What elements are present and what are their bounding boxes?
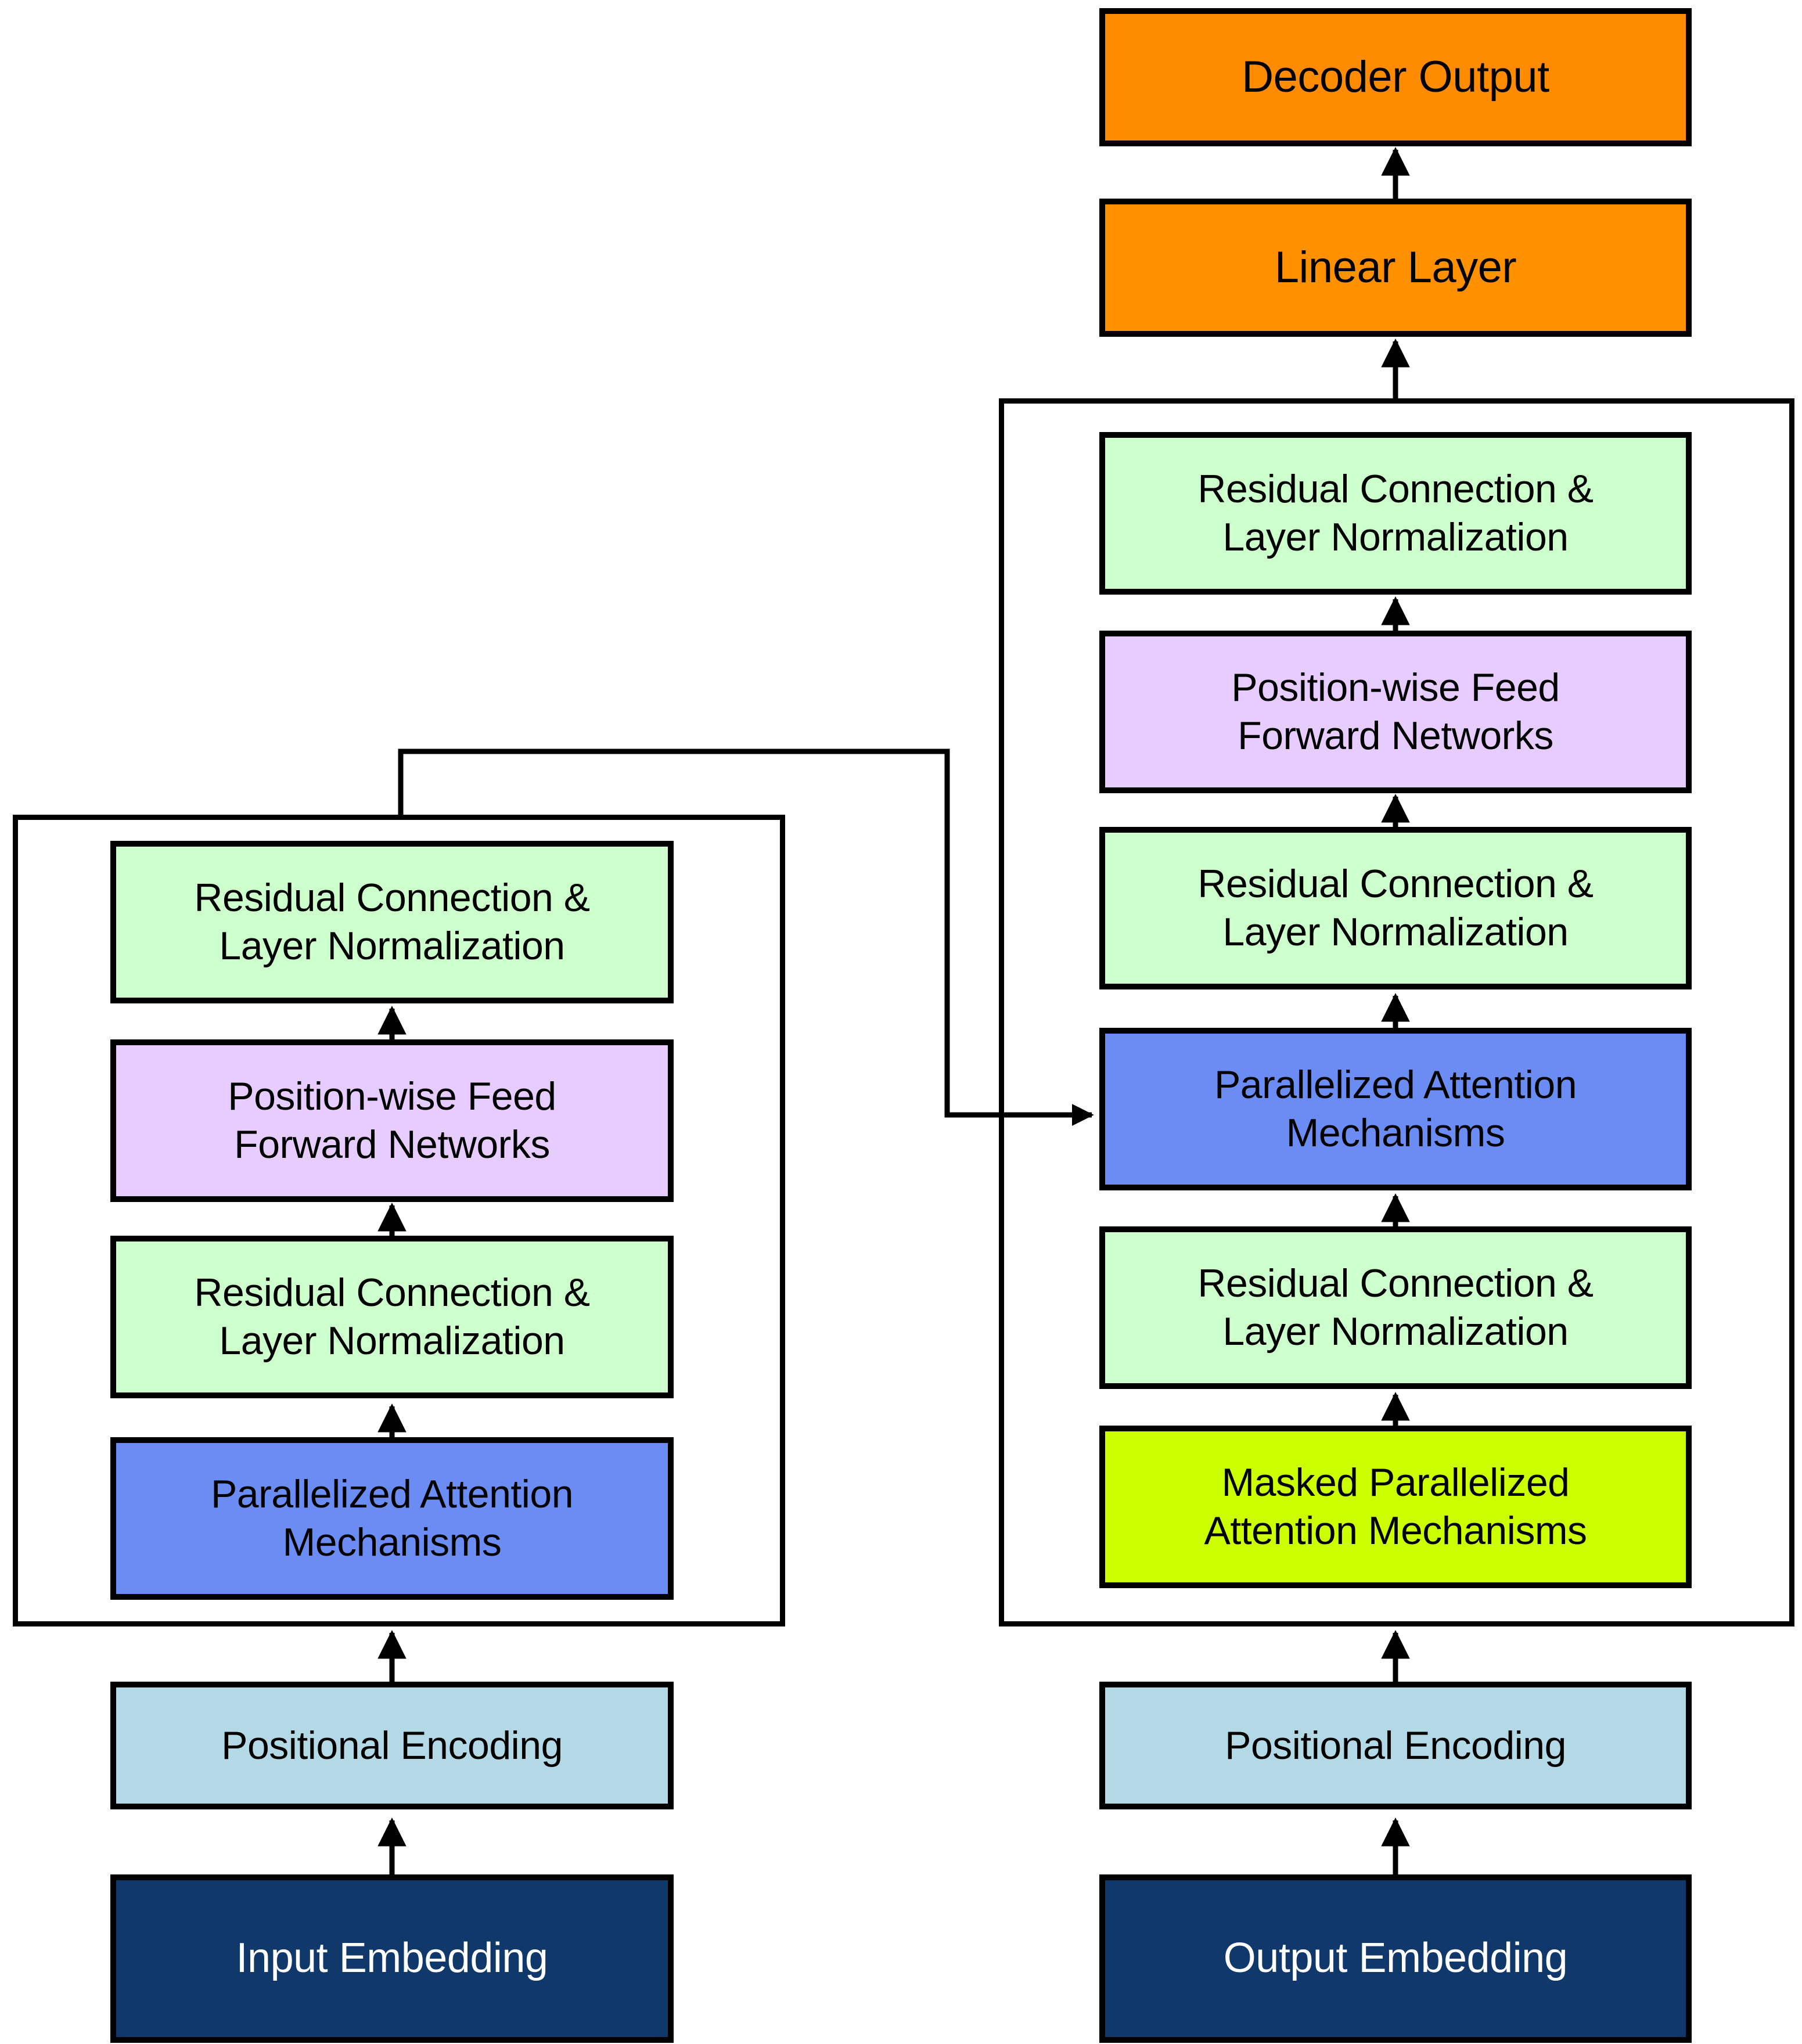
linear-layer-label: Linear Layer (1274, 242, 1517, 292)
encoder-residual-top-block[interactable]: Residual Connection & Layer Normalizatio… (110, 841, 674, 1003)
decoder-residual-bottom-block[interactable]: Residual Connection & Layer Normalizatio… (1099, 1226, 1692, 1389)
encoder-positional-encoding-block[interactable]: Positional Encoding (110, 1682, 674, 1809)
decoder-feed-forward-block[interactable]: Position-wise Feed Forward Networks (1099, 631, 1692, 793)
input-embedding-block[interactable]: Input Embedding (110, 1874, 674, 2043)
decoder-cross-attention-label: Parallelized Attention Mechanisms (1214, 1063, 1577, 1155)
encoder-attention-label: Parallelized Attention Mechanisms (210, 1472, 574, 1564)
decoder-group-box (999, 398, 1794, 1626)
encoder-feed-forward-label: Position-wise Feed Forward Networks (228, 1074, 556, 1167)
encoder-residual-top-label: Residual Connection & Layer Normalizatio… (194, 876, 590, 968)
decoder-positional-encoding-block[interactable]: Positional Encoding (1099, 1682, 1692, 1809)
decoder-residual-mid-block[interactable]: Residual Connection & Layer Normalizatio… (1099, 827, 1692, 989)
decoder-output-label: Decoder Output (1242, 52, 1549, 102)
decoder-residual-top-label: Residual Connection & Layer Normalizatio… (1197, 467, 1594, 559)
output-embedding-block[interactable]: Output Embedding (1099, 1874, 1692, 2043)
encoder-attention-block[interactable]: Parallelized Attention Mechanisms (110, 1437, 674, 1600)
output-embedding-label: Output Embedding (1223, 1935, 1568, 1982)
encoder-feed-forward-block[interactable]: Position-wise Feed Forward Networks (110, 1039, 674, 1202)
decoder-output-block[interactable]: Decoder Output (1099, 8, 1692, 146)
decoder-positional-encoding-label: Positional Encoding (1225, 1723, 1566, 1768)
decoder-masked-attention-block[interactable]: Masked Parallelized Attention Mechanisms (1099, 1426, 1692, 1588)
encoder-positional-encoding-label: Positional Encoding (221, 1723, 563, 1768)
encoder-residual-bottom-block[interactable]: Residual Connection & Layer Normalizatio… (110, 1236, 674, 1398)
encoder-group-box (13, 815, 785, 1626)
decoder-residual-top-block[interactable]: Residual Connection & Layer Normalizatio… (1099, 432, 1692, 595)
decoder-residual-bottom-label: Residual Connection & Layer Normalizatio… (1197, 1261, 1594, 1354)
encoder-residual-bottom-label: Residual Connection & Layer Normalizatio… (194, 1271, 590, 1363)
decoder-cross-attention-block[interactable]: Parallelized Attention Mechanisms (1099, 1028, 1692, 1190)
input-embedding-label: Input Embedding (236, 1935, 548, 1982)
linear-layer-block[interactable]: Linear Layer (1099, 199, 1692, 337)
decoder-feed-forward-label: Position-wise Feed Forward Networks (1231, 665, 1560, 758)
decoder-residual-mid-label: Residual Connection & Layer Normalizatio… (1197, 862, 1594, 954)
decoder-masked-attention-label: Masked Parallelized Attention Mechanisms (1204, 1460, 1587, 1553)
